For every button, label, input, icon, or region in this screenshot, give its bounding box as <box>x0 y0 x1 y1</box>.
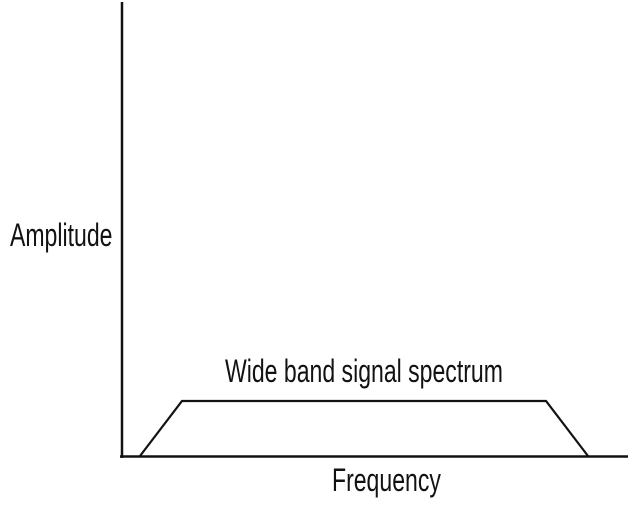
spectrum-trapezoid-shape <box>139 399 589 457</box>
y-axis-label: Amplitude <box>10 217 113 253</box>
spectrum-shape-label: Wide band signal spectrum <box>225 353 503 389</box>
x-axis-label: Frequency <box>332 462 441 498</box>
